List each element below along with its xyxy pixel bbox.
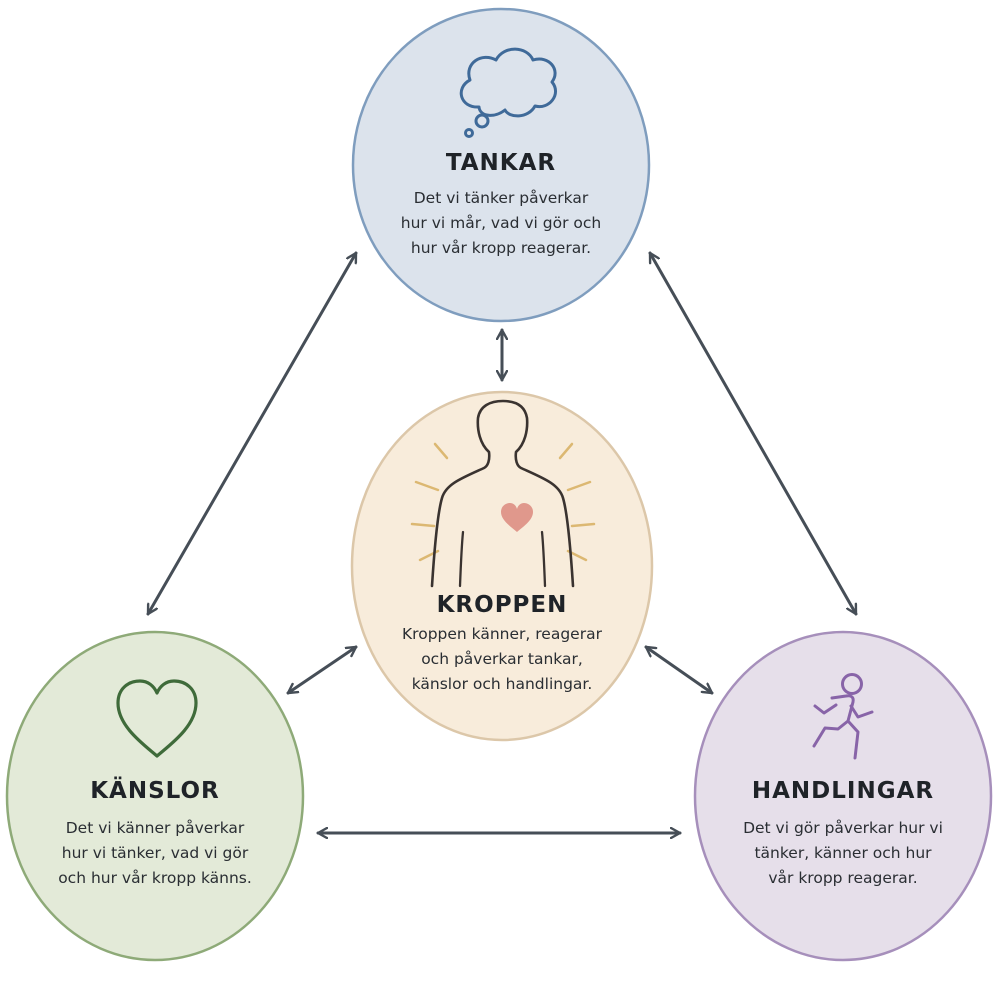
arrow-tankar-kanslor: [146, 251, 358, 616]
kanslor-line-2: hur vi tänker, vad vi gör: [61, 844, 249, 862]
kanslor-line-3: och hur vår kropp känns.: [58, 869, 252, 887]
running-person-icon: [812, 673, 874, 760]
heart-icon: [116, 679, 198, 758]
arrow-tankar-handlingar: [648, 251, 858, 616]
tankar-line-2: hur vi mår, vad vi gör och: [400, 214, 602, 232]
tankar-title: TANKAR: [445, 150, 557, 176]
tankar-line-3: hur vår kropp reagerar.: [410, 239, 592, 257]
kroppen-line-3: känslor och handlingar.: [411, 675, 593, 693]
handlingar-line-3: vår kropp reagerar.: [768, 869, 918, 887]
kanslor-title: KÄNSLOR: [90, 778, 220, 804]
kanslor-circle: [5, 630, 305, 962]
kanslor-line-1: Det vi känner påverkar: [65, 819, 245, 837]
handlingar-line-1: Det vi gör påverkar hur vi: [743, 819, 943, 837]
kroppen-description: Kroppen känner, reagerar och påverkar ta…: [382, 622, 622, 697]
handlingar-line-2: tänker, känner och hur: [754, 844, 932, 862]
arrow-kroppen-handlingar: [644, 645, 714, 695]
kroppen-line-1: Kroppen känner, reagerar: [402, 625, 602, 643]
kroppen-line-2: och påverkar tankar,: [421, 650, 583, 668]
handlingar-title: HANDLINGAR: [751, 778, 935, 804]
kanslor-description: Det vi känner påverkar hur vi tänker, va…: [35, 816, 275, 891]
tankar-description: Det vi tänker påverkar hur vi mår, vad v…: [381, 186, 621, 261]
body-outline-icon: [410, 399, 596, 588]
kroppen-title: KROPPEN: [436, 592, 568, 618]
handlingar-description: Det vi gör påverkar hur vi tänker, känne…: [723, 816, 963, 891]
thought-cloud-icon: [459, 47, 558, 138]
arrow-kroppen-kanslor: [286, 645, 358, 695]
body-heart-icon: [501, 503, 533, 532]
tankar-line-1: Det vi tänker påverkar: [413, 189, 589, 207]
tankar-circle: [351, 7, 651, 323]
handlingar-circle: [693, 630, 993, 962]
